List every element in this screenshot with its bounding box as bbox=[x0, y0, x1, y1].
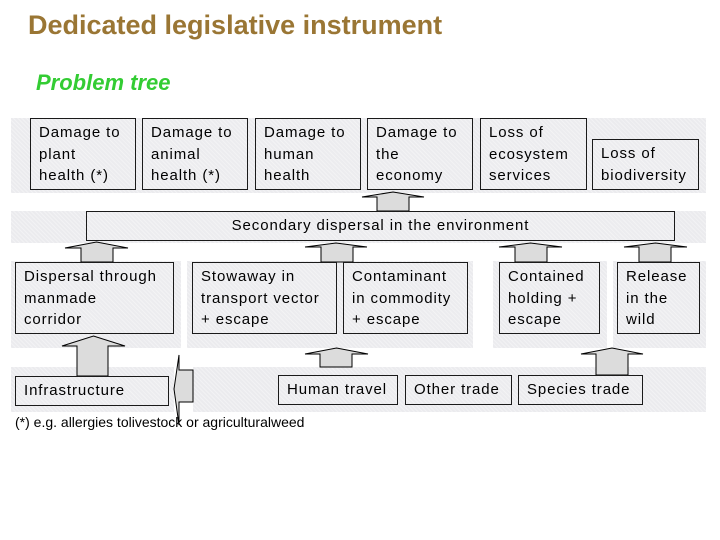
slide-title: Dedicated legislative instrument bbox=[28, 10, 443, 40]
impact-box-ecosystem-services: Loss of ecosystem services bbox=[480, 118, 587, 190]
impact-box-human-health: Damage to human health bbox=[255, 118, 361, 190]
impact-line: Damage to bbox=[376, 124, 458, 141]
impact-box-economy: Damage to the economy bbox=[367, 118, 473, 190]
pathway-line: Contained bbox=[508, 268, 585, 285]
impact-line: plant bbox=[39, 145, 77, 163]
pathway-line: manmade bbox=[24, 289, 98, 307]
pathway-line: holding + bbox=[508, 289, 578, 307]
driver-label: Other trade bbox=[414, 381, 500, 399]
pathway-box-release-in-wild: Release in the wild bbox=[617, 262, 700, 334]
arrow-up-icon bbox=[304, 242, 368, 263]
impact-line: the bbox=[376, 145, 400, 163]
driver-label: Infrastructure bbox=[24, 382, 125, 400]
secondary-dispersal-box: Secondary dispersal in the environment bbox=[86, 211, 675, 241]
pathway-line: escape bbox=[508, 311, 562, 328]
pathway-line: + escape bbox=[352, 311, 421, 328]
impact-line: Damage to bbox=[39, 124, 121, 141]
driver-label: Human travel bbox=[287, 381, 388, 399]
pathway-line: in commodity bbox=[352, 289, 452, 307]
pathway-line: in the bbox=[626, 289, 669, 307]
impact-line: health bbox=[264, 167, 311, 184]
impact-box-animal-health: Damage to animal health (*) bbox=[142, 118, 248, 190]
driver-box-human-travel: Human travel bbox=[278, 375, 398, 405]
pathway-line: transport vector bbox=[201, 289, 320, 307]
pathway-line: corridor bbox=[24, 311, 83, 328]
secondary-dispersal-label: Secondary dispersal in the environment bbox=[231, 217, 530, 235]
arrow-up-icon bbox=[361, 191, 425, 212]
impact-box-plant-health: Damage to plant health (*) bbox=[30, 118, 136, 190]
impact-line: economy bbox=[376, 167, 444, 184]
impact-line: animal bbox=[151, 145, 201, 163]
arrow-up-icon bbox=[64, 241, 129, 263]
pathway-line: Dispersal through bbox=[24, 268, 157, 285]
pathway-line: wild bbox=[626, 311, 656, 328]
pathway-line: + escape bbox=[201, 311, 270, 328]
impact-line: human bbox=[264, 145, 315, 163]
slide-subtitle: Problem tree bbox=[36, 70, 171, 95]
impact-line: health (*) bbox=[39, 167, 109, 184]
pathway-box-manmade-corridor: Dispersal through manmade corridor bbox=[15, 262, 174, 334]
pathway-box-stowaway: Stowaway in transport vector + escape bbox=[192, 262, 337, 334]
pathway-line: Release bbox=[626, 268, 688, 285]
impact-line: Loss of bbox=[489, 124, 544, 141]
driver-box-other-trade: Other trade bbox=[405, 375, 512, 405]
pathway-line: Stowaway in bbox=[201, 268, 296, 285]
impact-box-biodiversity: Loss of biodiversity bbox=[592, 139, 699, 190]
impact-line: Damage to bbox=[264, 124, 346, 141]
driver-box-species-trade: Species trade bbox=[518, 375, 643, 405]
driver-box-infrastructure: Infrastructure bbox=[15, 376, 169, 406]
impact-line: Loss of bbox=[601, 145, 656, 162]
arrow-up-icon bbox=[304, 347, 369, 368]
impact-line: Damage to bbox=[151, 124, 233, 141]
footnote: (*) e.g. allergies tolivestock or agricu… bbox=[15, 414, 305, 430]
pathway-box-contaminant: Contaminant in commodity + escape bbox=[343, 262, 468, 334]
driver-label: Species trade bbox=[527, 381, 631, 399]
impact-line: health (*) bbox=[151, 167, 221, 184]
pathway-box-contained-holding: Contained holding + escape bbox=[499, 262, 600, 334]
arrow-up-icon bbox=[623, 242, 688, 263]
impact-line: ecosystem bbox=[489, 145, 569, 163]
pathway-line: Contaminant bbox=[352, 268, 447, 285]
impact-line: services bbox=[489, 167, 552, 184]
arrow-up-icon bbox=[498, 242, 563, 263]
impact-line: biodiversity bbox=[601, 166, 687, 184]
